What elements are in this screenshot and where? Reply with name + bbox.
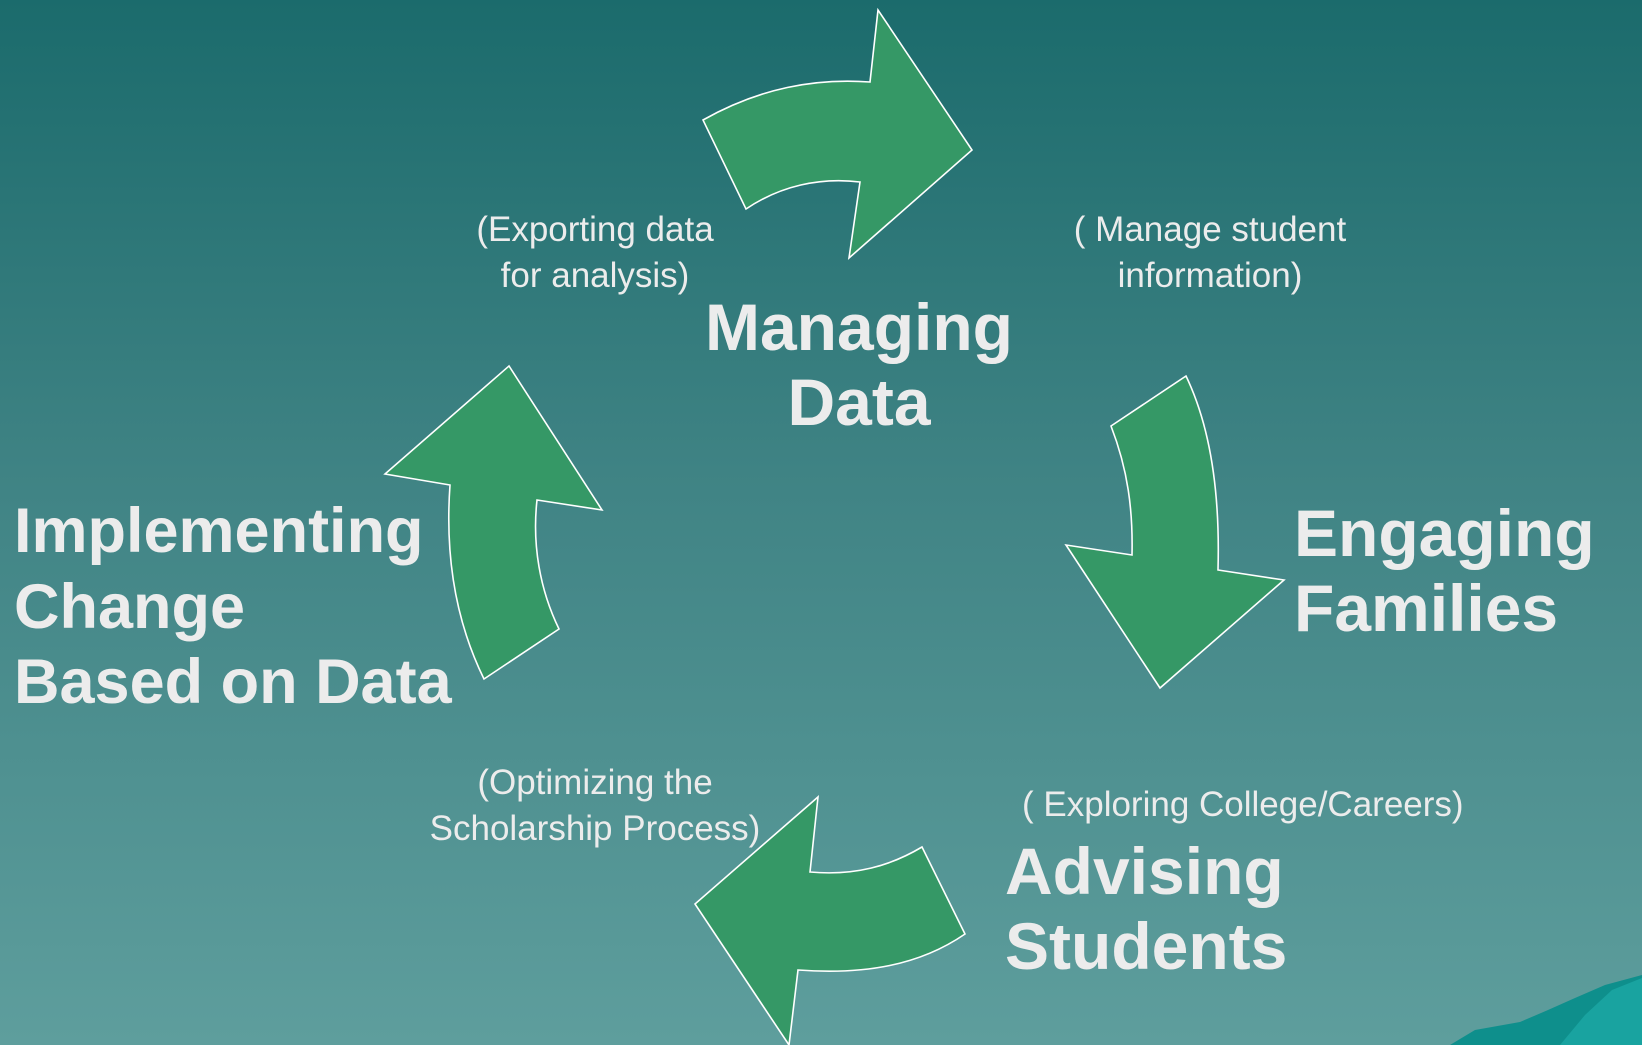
note-exporting-data-line1: (Exporting data: [476, 210, 714, 249]
stage-implementing-change-line2: Change: [14, 571, 246, 642]
stage-managing-data: Managing Data: [684, 290, 1034, 440]
arrow-top-right: [701, 7, 974, 261]
stage-advising-students-line2: Students: [1005, 909, 1288, 984]
arrow-bottom-left: [693, 795, 967, 1045]
note-exporting-data-line2: for analysis): [500, 255, 690, 295]
note-manage-student-info-line2: information): [1117, 255, 1303, 295]
stage-implementing-change-line3: Based on Data: [14, 647, 452, 718]
stage-managing-data-line1: Managing: [705, 290, 1013, 364]
stage-implementing-change: Implementing Change Based on Data: [14, 494, 452, 721]
note-exploring-college-careers-line1: ( Exploring College/Careers): [1022, 785, 1464, 824]
note-optimizing-scholarship-line1: (Optimizing the: [477, 763, 713, 802]
corner-decoration-highlight: [1560, 978, 1642, 1045]
arrow-right-down: [1064, 374, 1286, 690]
stage-engaging-families-line1: Engaging: [1294, 496, 1595, 570]
stage-managing-data-line2: Data: [787, 365, 931, 440]
arrow-left-up: [383, 364, 604, 681]
note-optimizing-scholarship-line2: Scholarship Process): [429, 808, 761, 848]
stage-implementing-change-line1: Implementing: [14, 496, 424, 566]
note-manage-student-info: ( Manage student information): [1050, 207, 1370, 298]
note-manage-student-info-line1: ( Manage student: [1073, 210, 1347, 249]
note-exploring-college-careers: ( Exploring College/Careers): [1022, 782, 1464, 828]
note-exporting-data: (Exporting data for analysis): [440, 207, 750, 298]
note-optimizing-scholarship: (Optimizing the Scholarship Process): [400, 760, 790, 851]
stage-engaging-families-line2: Families: [1294, 571, 1559, 646]
stage-advising-students: Advising Students: [1005, 834, 1287, 984]
stage-engaging-families: Engaging Families: [1294, 496, 1595, 646]
stage-advising-students-line1: Advising: [1005, 834, 1284, 908]
